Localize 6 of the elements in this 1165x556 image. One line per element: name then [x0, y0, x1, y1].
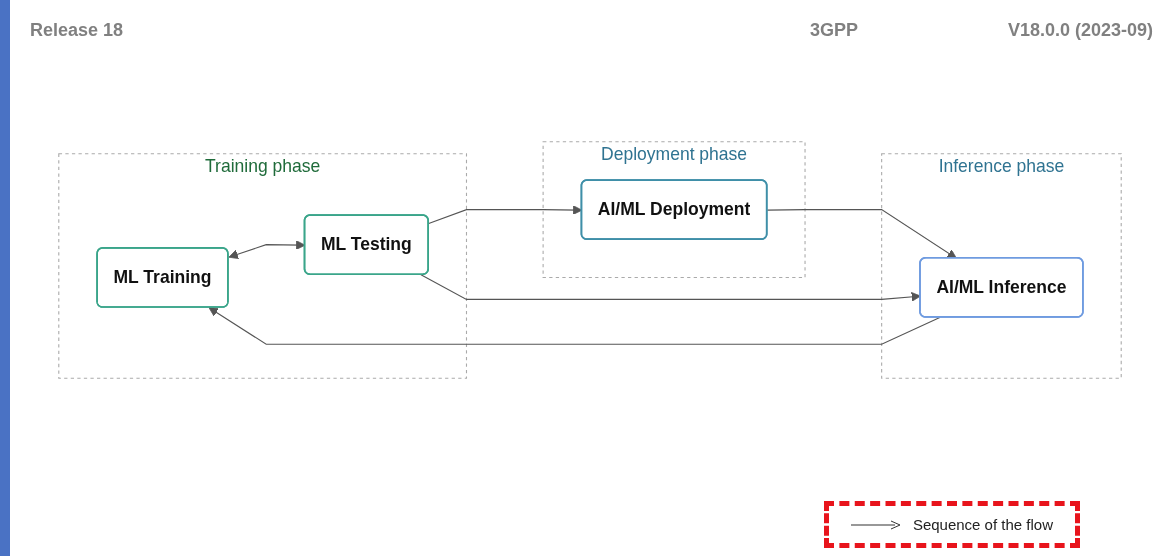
- release-label: Release 18: [30, 20, 124, 41]
- organization-label: 3GPP: [810, 20, 859, 41]
- arrow: [208, 307, 941, 345]
- version-label: V18.0.0 (2023-09): [1007, 20, 1153, 41]
- arrow: [766, 209, 957, 259]
- legend-text: Sequence of the flow: [912, 516, 1053, 533]
